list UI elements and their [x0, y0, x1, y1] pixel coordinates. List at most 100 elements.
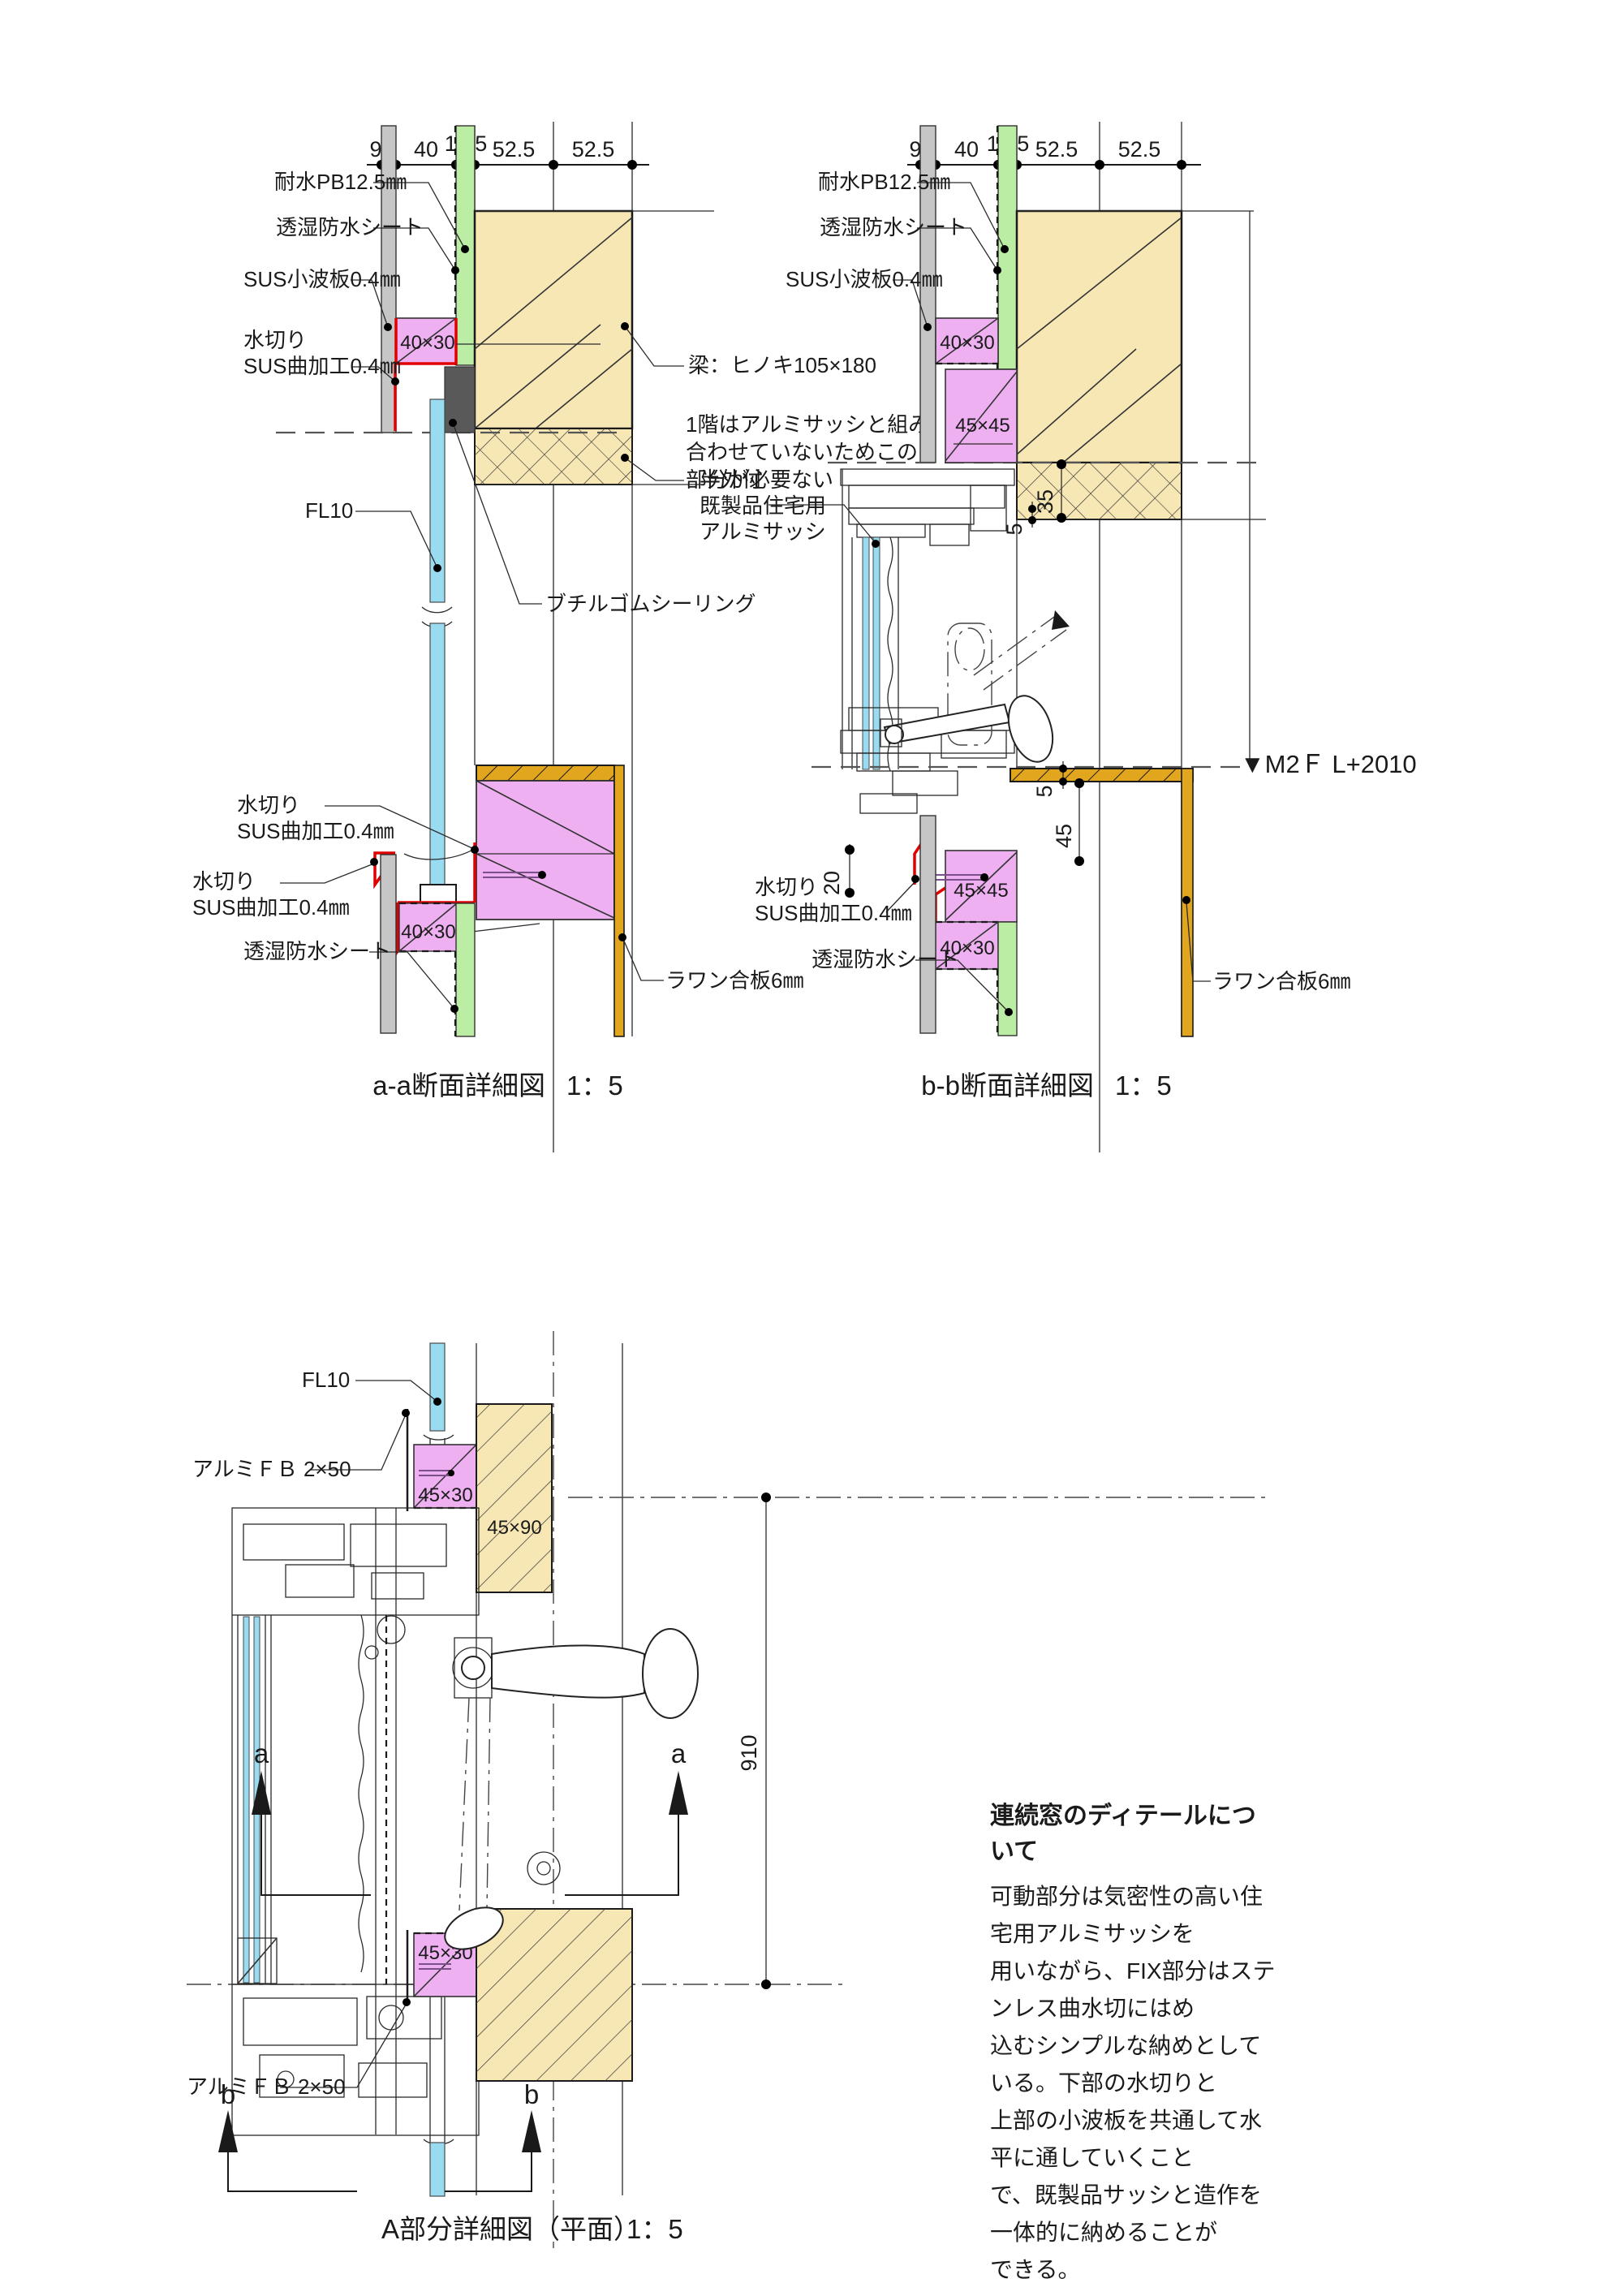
label-40x30: 40×30 [400, 332, 454, 354]
dim-9: 9 [369, 137, 381, 162]
caption-plan: A部分詳細図（平面） [381, 2214, 640, 2244]
dim-52-5: 52.5 [493, 137, 536, 162]
dim-45: 45 [1052, 824, 1076, 848]
dim-52-5: 52.5 [572, 137, 615, 162]
notes-title: 連続窓のディテールについて [990, 1803, 1256, 1865]
window-crank-handle [880, 610, 1070, 763]
sill-assembly-aa [476, 765, 625, 1037]
arrow-b-label: b [221, 2079, 235, 2109]
section-bb: 9 40 12.5 52.5 52.5 40×30 [700, 122, 1417, 1152]
caption-plan-scale: 1：5 [626, 2214, 683, 2244]
label-45x45: 45×45 [954, 880, 1008, 902]
arrow-b-label: b [524, 2079, 539, 2109]
post-45x90: 45×90 [476, 1403, 553, 1593]
lauan-plywood-strip [613, 765, 625, 1037]
label-sash-3: アルミサッシ [700, 519, 826, 544]
notes-paragraph-1: 可動部分は気密性の高い住宅用アルミサッシを 用いながら、FIX部分はステンレス曲… [990, 1884, 1276, 2282]
label-fl10: FL10 [305, 498, 353, 523]
dim-35-5: 35 5 [1002, 459, 1066, 536]
plan-sash-bottom [231, 1984, 480, 2143]
dim-row-bb: 9 40 12.5 52.5 52.5 [907, 131, 1201, 170]
arrow-a-label: a [671, 1738, 687, 1768]
beam-hinoki [1015, 209, 1266, 520]
furring-40x30-top: 40×30 [394, 317, 601, 431]
label-note-3: 部分が必要ない [686, 467, 833, 492]
label-m2f-level: ▼M2Ｆ L+2010 [1240, 750, 1417, 778]
labels-bb: 耐水PB12.5㎜ 透湿防水シート SUS小波板0.4㎜ 半外付 既製品住宅用 … [700, 170, 1350, 1016]
section-arrow-b-right: b [445, 2079, 541, 2192]
label-mizukiri: 水切り [237, 793, 300, 817]
label-mizukiri: 水切り [243, 328, 307, 352]
section-arrow-a-left: a [252, 1738, 371, 1896]
sheathing-strip-lower [455, 902, 476, 1037]
post-lower [476, 1908, 633, 2082]
furring-45x45-top: 45×45 [945, 368, 1018, 463]
fix-glass-bottom [423, 2139, 454, 2197]
dim-52-5: 52.5 [1118, 137, 1161, 162]
label-note-2: 合わせていないためこの [686, 440, 918, 464]
glass-setting-block [420, 884, 457, 903]
labels-plan: FL10 アルミＦＢ 2×50 アルミＦＢ 2×50 [187, 1368, 441, 2099]
sus-plate-strip-lower [380, 854, 397, 1034]
label-sus-bend: SUS曲加工0.4㎜ [237, 819, 394, 843]
dim-40: 40 [954, 137, 979, 162]
dim-910: 910 [737, 1493, 771, 1989]
labels-aa: 耐水PB12.5㎜ 透湿防水シート SUS小波板0.4㎜ 水切り SUS曲加工0… [192, 170, 929, 1013]
sus-plate-strip [381, 125, 397, 433]
label-sheet: 透湿防水シート [820, 215, 967, 239]
dim-52-5: 52.5 [1035, 137, 1078, 162]
alu-sash-head [840, 468, 1015, 772]
section-aa: 9 40 12.5 52.5 52.5 [192, 122, 929, 1152]
label-alfb: アルミＦＢ 2×50 [187, 2074, 346, 2099]
furring-45x30-top: 45×30 [406, 1409, 477, 1511]
dim-40: 40 [414, 137, 438, 162]
label-note-1: 1階はアルミサッシと組み [686, 412, 929, 437]
label-sus-bend: SUS曲加工0.4㎜ [192, 895, 350, 920]
caption-bb: b-b断面詳細図 [921, 1070, 1094, 1101]
dim-5: 5 [1002, 523, 1027, 535]
label-mizukiri: 水切り [192, 869, 256, 894]
caption-bb-scale: 1：5 [1115, 1070, 1172, 1101]
label-sash-1: 半外付 [700, 467, 763, 492]
lauan-plywood [1010, 768, 1194, 1037]
label-sus-plate: SUS小波板0.4㎜ [786, 267, 943, 291]
label-sus-plate: SUS小波板0.4㎜ [243, 267, 401, 291]
label-beam: 梁：ヒノキ105×180 [688, 353, 876, 377]
label-mizukiri: 水切り [755, 875, 818, 899]
label-sheet: 透湿防水シート [243, 939, 391, 963]
label-40x30: 40×30 [940, 332, 994, 354]
label-fl10: FL10 [302, 1368, 350, 1392]
fix-glass-aa [403, 398, 478, 903]
label-45x30: 45×30 [418, 1484, 472, 1506]
plan-detail-a: 45×30 45×90 [187, 1331, 1266, 2248]
label-40x30: 40×30 [940, 937, 994, 959]
label-pb: 耐水PB12.5㎜ [274, 170, 407, 194]
dim-35: 35 [1033, 489, 1057, 514]
label-45x45: 45×45 [955, 415, 1010, 437]
label-sheet: 透湿防水シート [276, 215, 424, 239]
label-sus-bend: SUS曲加工0.4㎜ [243, 354, 401, 378]
notes-block: 連続窓のディテールについて 可動部分は気密性の高い住宅用アルミサッシを 用いなが… [990, 1795, 1276, 2296]
dim-910-label: 910 [737, 1734, 761, 1771]
dim-9: 9 [909, 137, 921, 162]
label-butyl: ブチルゴムシーリング [545, 592, 756, 616]
section-arrow-b-left: b [218, 2079, 357, 2192]
label-lauan: ラワン合板6㎜ [1212, 969, 1350, 993]
dim-row-aa: 9 40 12.5 52.5 52.5 [367, 131, 649, 170]
plan-sash-top [231, 1507, 480, 1660]
sus-plate-strip-lower [919, 815, 936, 1034]
dim-5-45-20: 5 45 20 [820, 761, 1084, 898]
caption-aa-scale: 1：5 [566, 1070, 623, 1101]
label-pb: 耐水PB12.5㎜ [818, 170, 950, 194]
dim-5b: 5 [1032, 785, 1057, 797]
beam-hinoki [473, 209, 714, 485]
caption-aa: a-a断面詳細図 [372, 1070, 545, 1101]
furring-40x30-top: 40×30 [935, 317, 999, 365]
label-sash-2: 既製品住宅用 [700, 493, 826, 518]
label-40x30: 40×30 [401, 921, 455, 943]
label-sus-bend: SUS曲加工0.4㎜ [755, 901, 912, 925]
label-lauan: ラワン合板6㎜ [665, 968, 803, 993]
label-alfb: アルミＦＢ 2×50 [192, 1457, 351, 1481]
